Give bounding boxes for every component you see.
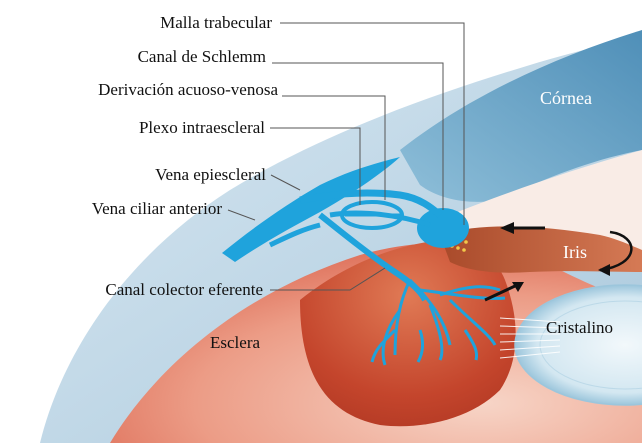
label-malla-trabecular: Malla trabecular — [160, 13, 272, 32]
label-vena-epiescleral: Vena epiescleral — [155, 165, 266, 184]
label-iris: Iris — [563, 242, 587, 262]
label-plexo: Plexo intraescleral — [139, 118, 265, 137]
label-cornea: Córnea — [540, 88, 592, 108]
label-esclera: Esclera — [210, 333, 260, 352]
label-derivacion: Derivación acuoso-venosa — [98, 80, 278, 99]
schlemm-canal — [417, 208, 469, 248]
label-vena-ciliar: Vena ciliar anterior — [92, 199, 223, 218]
label-canal-colector: Canal colector eferente — [105, 280, 263, 299]
label-canal-schlemm: Canal de Schlemm — [138, 47, 266, 66]
label-cristalino: Cristalino — [546, 318, 613, 337]
